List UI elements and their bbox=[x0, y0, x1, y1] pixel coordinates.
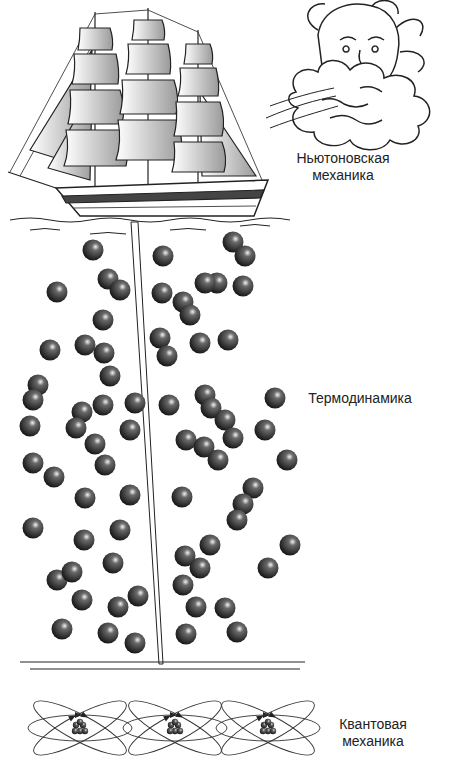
molecule bbox=[190, 558, 211, 579]
molecules bbox=[20, 232, 301, 654]
molecule bbox=[95, 455, 116, 476]
molecule bbox=[227, 622, 248, 643]
molecule bbox=[44, 467, 65, 488]
molecule bbox=[200, 535, 221, 556]
molecule bbox=[98, 623, 119, 644]
molecule bbox=[265, 388, 286, 409]
molecule bbox=[125, 633, 146, 654]
molecule bbox=[159, 395, 180, 416]
molecule bbox=[23, 453, 44, 474]
molecule bbox=[120, 485, 141, 506]
molecule bbox=[75, 335, 96, 356]
molecule bbox=[128, 586, 149, 607]
molecule bbox=[218, 330, 239, 351]
molecule bbox=[157, 346, 178, 367]
molecule bbox=[62, 562, 83, 583]
molecule bbox=[52, 619, 73, 640]
molecule bbox=[215, 410, 236, 431]
water-surface bbox=[10, 218, 290, 234]
section-label: Термодинамика bbox=[300, 390, 420, 407]
molecule bbox=[277, 450, 298, 471]
molecule bbox=[223, 428, 244, 449]
molecule bbox=[190, 333, 211, 354]
molecule bbox=[208, 450, 229, 471]
molecule bbox=[72, 590, 93, 611]
atoms bbox=[28, 692, 320, 764]
molecule bbox=[125, 393, 146, 414]
atom-symbol bbox=[123, 692, 227, 764]
molecule bbox=[227, 510, 248, 531]
molecule bbox=[20, 416, 41, 437]
molecule bbox=[152, 283, 173, 304]
molecule bbox=[176, 430, 197, 451]
molecule bbox=[23, 518, 44, 539]
molecule bbox=[120, 420, 141, 441]
molecule bbox=[100, 366, 121, 387]
atom-symbol bbox=[28, 692, 132, 764]
molecule bbox=[153, 246, 174, 267]
atom-symbol bbox=[216, 692, 320, 764]
section-label: Квантовая механика bbox=[318, 716, 428, 750]
molecule bbox=[258, 558, 279, 579]
sailing-ship bbox=[8, 8, 268, 216]
boundary-lines bbox=[20, 662, 305, 669]
molecule bbox=[93, 310, 114, 331]
molecule bbox=[83, 240, 104, 261]
molecule bbox=[173, 575, 194, 596]
molecule bbox=[215, 598, 236, 619]
molecule bbox=[74, 530, 95, 551]
molecule bbox=[280, 535, 301, 556]
molecule bbox=[235, 246, 256, 267]
molecule bbox=[110, 280, 131, 301]
molecule bbox=[94, 343, 115, 364]
molecule bbox=[103, 553, 124, 574]
molecule bbox=[255, 420, 276, 441]
molecule bbox=[93, 395, 114, 416]
molecule bbox=[233, 276, 254, 297]
molecule bbox=[40, 340, 61, 361]
molecule bbox=[75, 488, 96, 509]
molecule bbox=[66, 418, 87, 439]
molecule bbox=[172, 487, 193, 508]
molecule bbox=[108, 597, 129, 618]
molecule bbox=[186, 597, 207, 618]
molecule bbox=[23, 390, 44, 411]
molecule bbox=[176, 624, 197, 645]
molecule bbox=[180, 305, 201, 326]
wind-face bbox=[266, 0, 430, 149]
molecule bbox=[150, 328, 171, 349]
section-label: Ньютоновская механика bbox=[288, 150, 398, 184]
molecule bbox=[47, 282, 68, 303]
molecule bbox=[85, 434, 106, 455]
molecule bbox=[195, 273, 216, 294]
molecule bbox=[110, 520, 131, 541]
